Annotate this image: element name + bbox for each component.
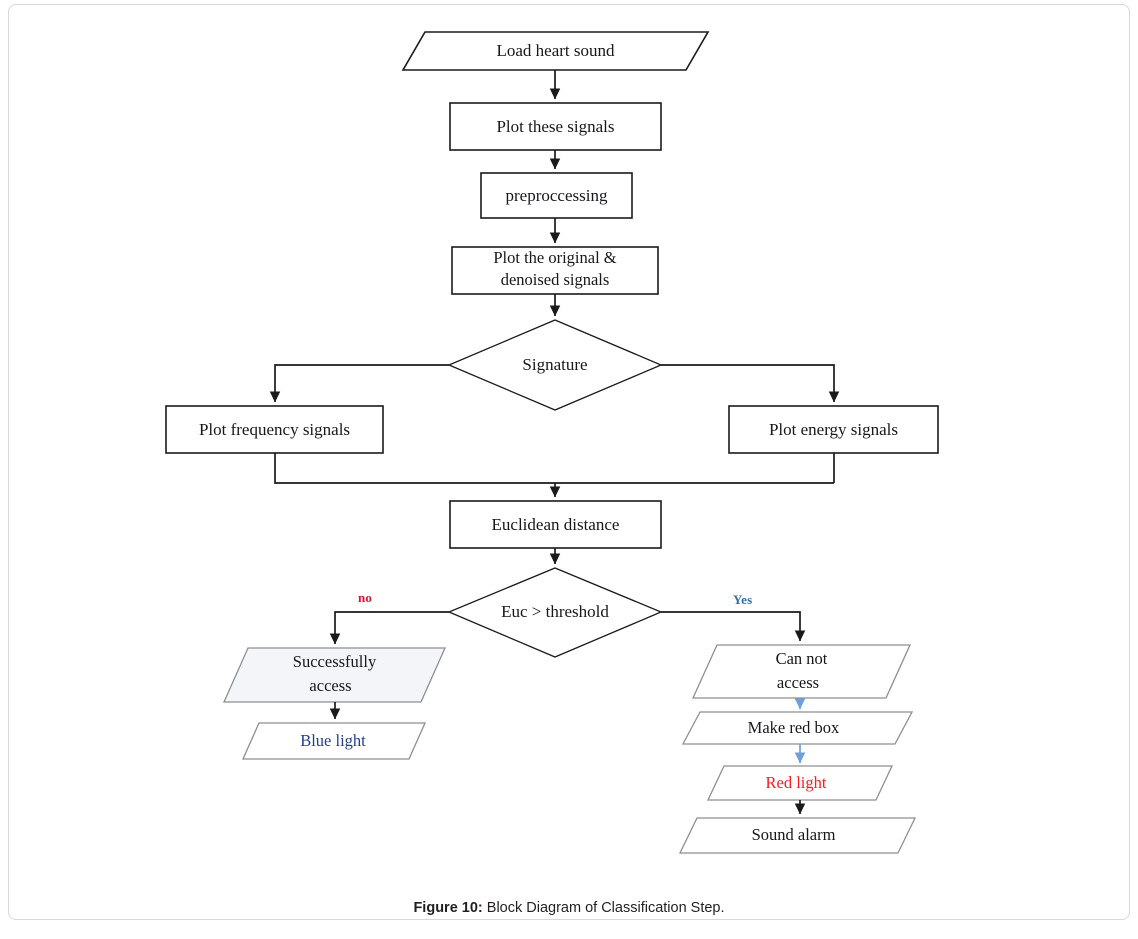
figure-caption-text: Block Diagram of Classification Step. <box>486 900 725 916</box>
node-plot-frequency-signals <box>165 405 384 454</box>
edge-threshold-yes-to-cannot <box>661 611 806 642</box>
page-border <box>8 4 1130 920</box>
node-make-red-box <box>681 711 914 745</box>
node-plot-energy-signals <box>728 405 939 454</box>
branch-label-no: no <box>358 590 373 605</box>
figure-caption-number: Figure 10: <box>413 900 483 916</box>
node-sound-alarm <box>678 817 917 854</box>
edge-plot-frequency-to-merge <box>274 453 834 484</box>
node-signature <box>447 319 663 411</box>
node-red-light <box>706 765 894 801</box>
node-plot-original-denoised <box>451 246 659 295</box>
flowchart-canvas <box>165 31 939 854</box>
edge-threshold-no-to-success <box>329 611 449 645</box>
edge-signature-to-plot-energy <box>661 364 840 403</box>
node-preproccessing <box>480 172 633 219</box>
node-can-not-access <box>691 644 912 699</box>
node-euclidean-distance <box>449 500 662 549</box>
edge-signature-to-plot-frequency <box>269 364 449 403</box>
node-euc-threshold <box>447 567 663 658</box>
node-plot-these-signals <box>449 102 662 151</box>
node-successfully-access <box>222 647 447 703</box>
node-blue-light <box>241 722 427 760</box>
figure-caption: Figure 10: Block Diagram of Classificati… <box>0 900 1138 916</box>
branch-label-yes: Yes <box>733 592 753 607</box>
node-load-heart-sound <box>401 31 710 71</box>
